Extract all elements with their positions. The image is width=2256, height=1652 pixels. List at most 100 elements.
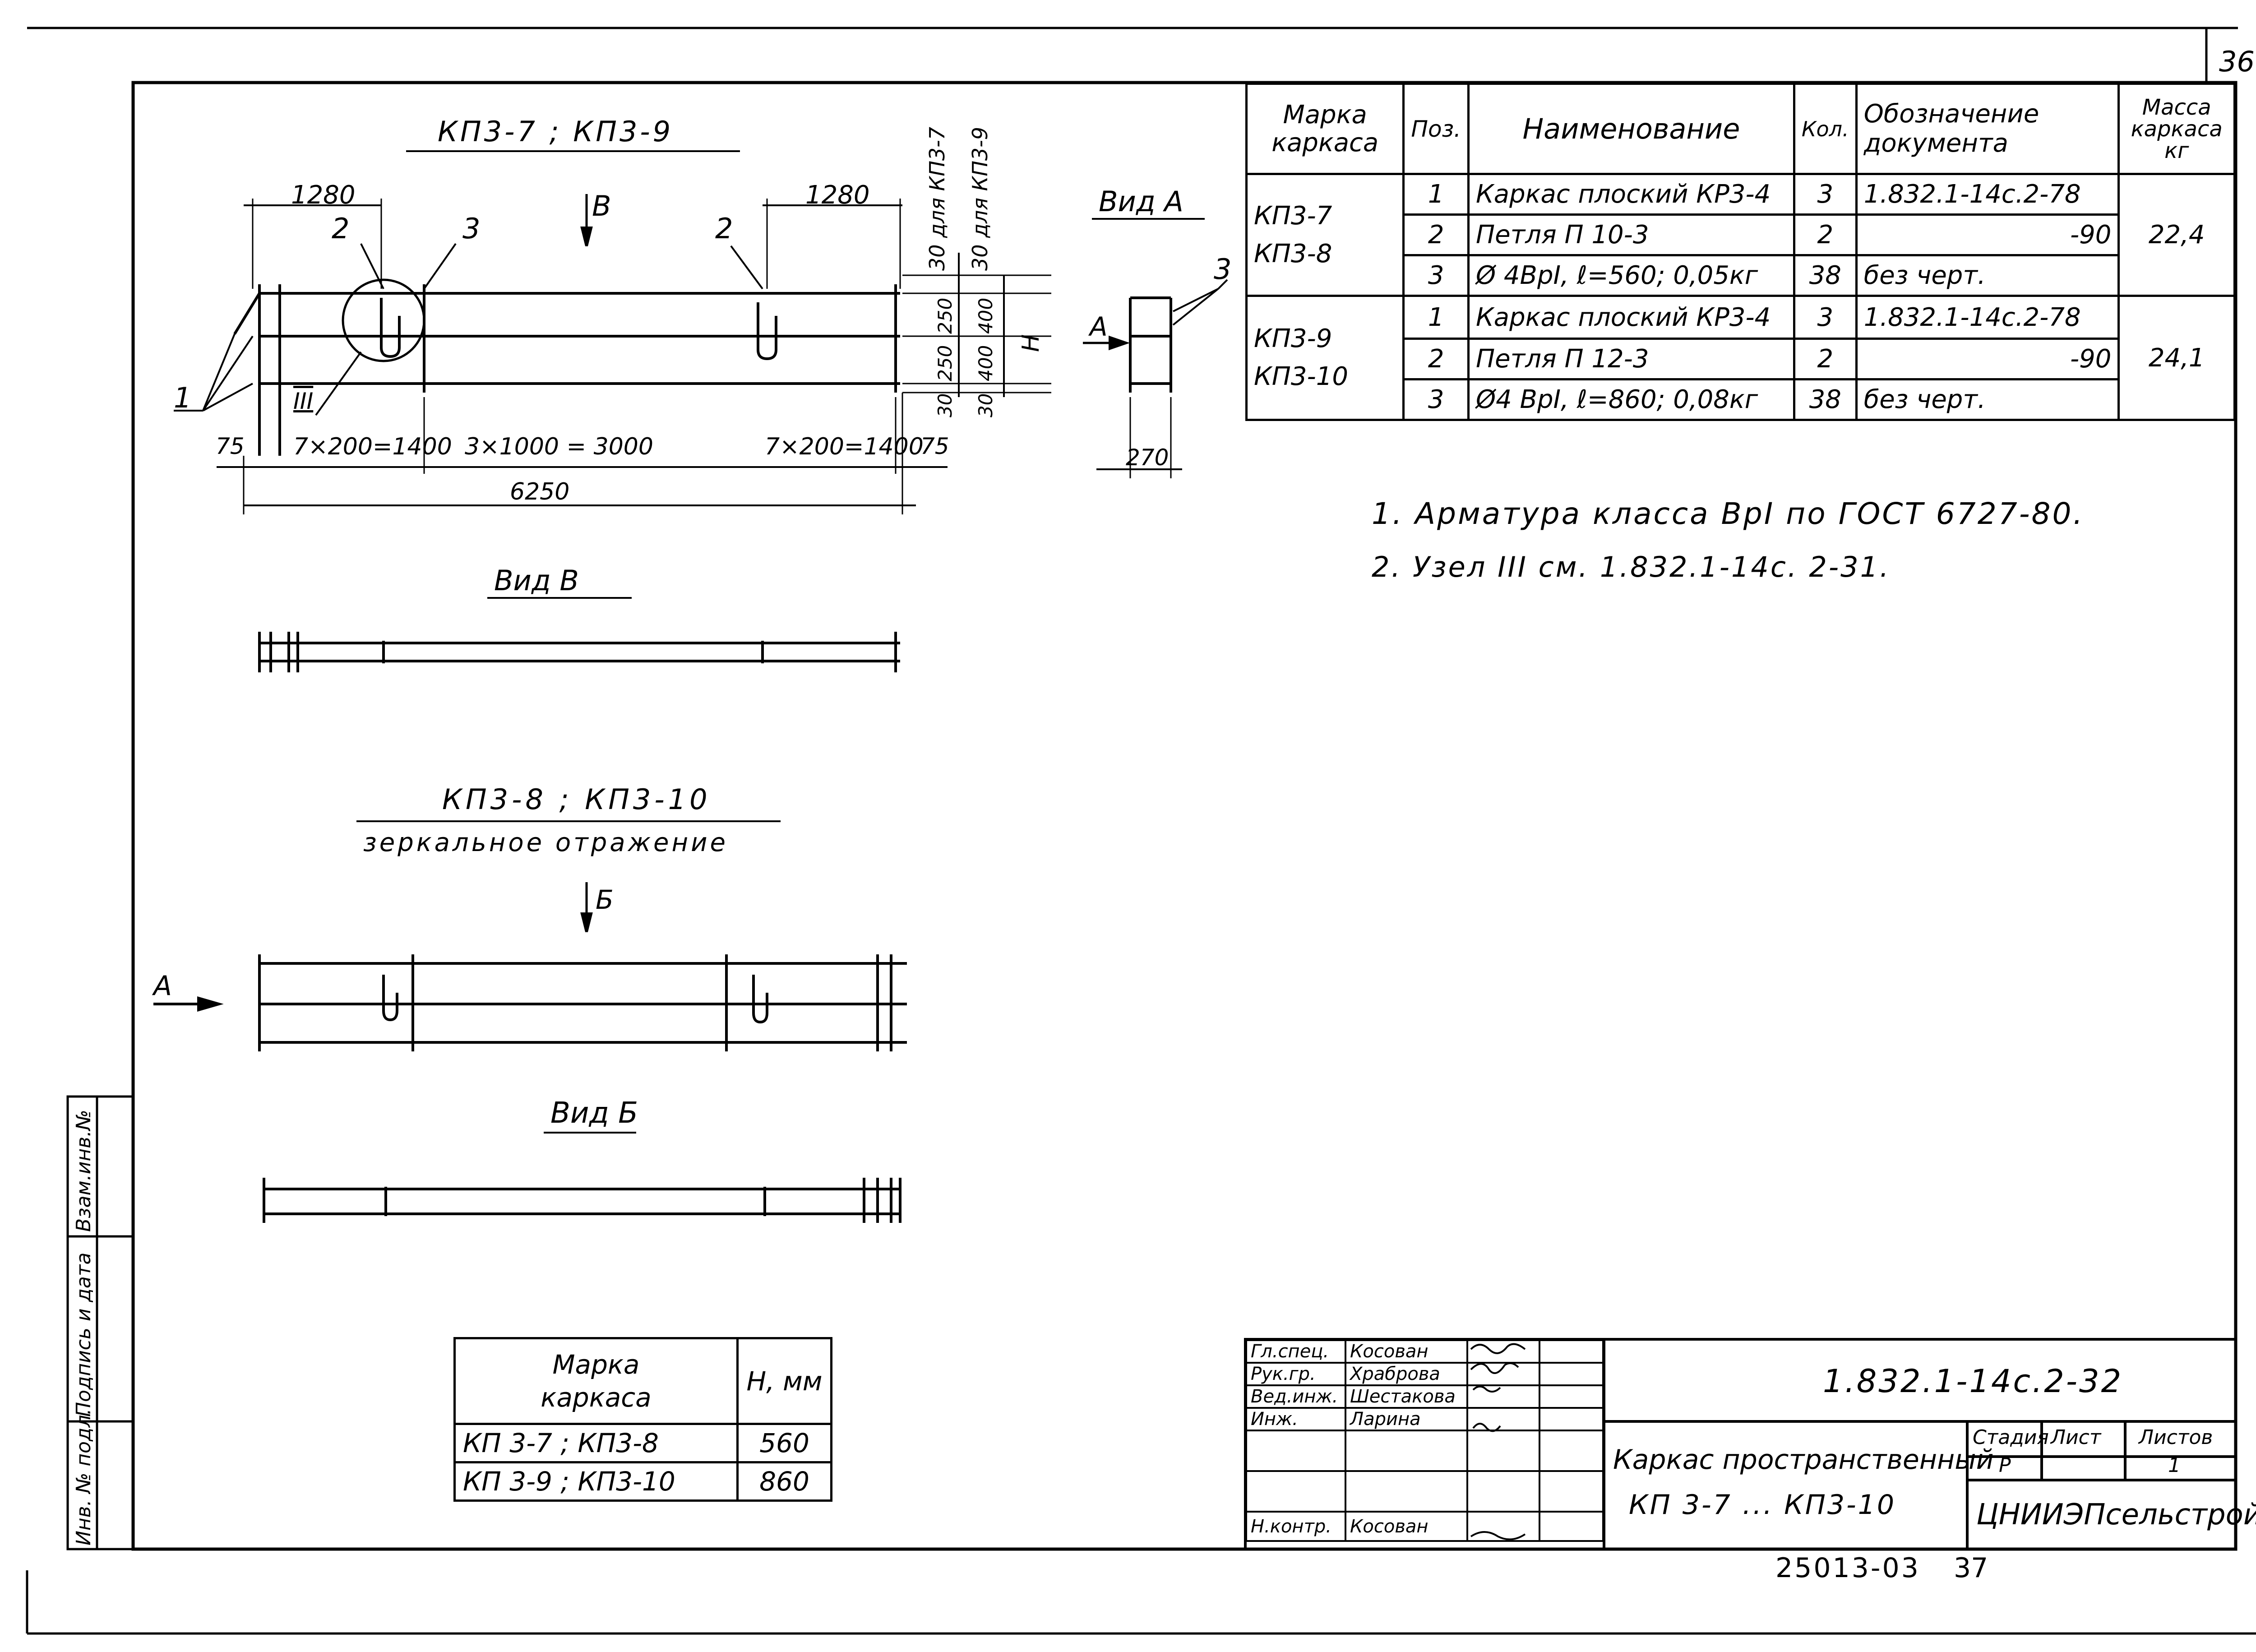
mark-header-l2: каркаса — [1271, 128, 1379, 157]
group2-marks: КП3-9 КП3-10 — [1245, 295, 1405, 421]
note-1: 1. Арматура класса ВрI по ГОСТ 6727-80. — [1372, 496, 2085, 531]
view-b-title: Вид Б — [550, 1097, 638, 1130]
dim-75-left: 75 — [216, 433, 245, 459]
mirror-elevation-title: КП3-8 ; КП3-10 — [442, 783, 711, 816]
mass-header-l3: кг — [2164, 138, 2189, 163]
date-cell — [1539, 1339, 1604, 1364]
role-cell: Вед.инж. — [1245, 1384, 1346, 1409]
dim-seg-left: 7×200=1400 — [293, 433, 452, 460]
table-cell: 3 — [1402, 378, 1470, 421]
name-cell: Ларина — [1345, 1407, 1468, 1431]
name-cell — [1345, 1470, 1468, 1513]
callout-2-right: 2 — [715, 212, 733, 245]
arrow-v-label: В — [592, 190, 611, 222]
group1-marks: КП3-7 КП3-8 — [1245, 173, 1405, 297]
doc-header-l1: Обозначение — [1863, 99, 2039, 129]
group2-mass: 24,1 — [2117, 295, 2236, 421]
table-cell: 1.832.1-14с.2-78 — [1855, 295, 2120, 340]
date-cell — [1539, 1430, 1604, 1472]
signature-cell — [1466, 1430, 1540, 1472]
table-cell: Ø 4ВрI, ℓ=560; 0,05кг — [1467, 254, 1795, 297]
role-cell — [1245, 1470, 1346, 1513]
table-cell: -90 — [1855, 338, 2120, 380]
page-number: 36 — [2219, 45, 2255, 78]
dim-400-a: 400 — [975, 297, 997, 334]
arrow-a-mirror-label: А — [153, 970, 172, 1002]
callout-3: 3 — [462, 212, 481, 245]
note-2: 2. Узел III см. 1.832.1-14с. 2-31. — [1372, 551, 1891, 583]
name-cell: Храброва — [1345, 1362, 1468, 1386]
table-cell: КП 3-7 ; КП3-8 — [453, 1423, 739, 1463]
table-cell: КП 3-9 ; КП3-10 — [453, 1461, 739, 1502]
dim-h: H — [1017, 334, 1045, 352]
specification-table: Марка каркаса Поз. Наименование Кол. Обо… — [1245, 83, 2236, 421]
doc-code: 1.832.1-14с.2-32 — [1823, 1363, 2123, 1400]
mirror-subtitle: зеркальное отражение — [363, 828, 728, 857]
name-cell: Косован — [1345, 1511, 1468, 1542]
role-cell: Гл.спец. — [1245, 1339, 1346, 1364]
table-cell: 3 — [1402, 254, 1470, 297]
table-cell: 38 — [1793, 254, 1858, 297]
dim-400-b: 400 — [975, 345, 997, 381]
view-v-title: Вид В — [494, 564, 579, 597]
node-label: III — [293, 388, 314, 414]
dim-1280-left: 1280 — [291, 180, 356, 210]
table-cell: Петля П 10-3 — [1467, 213, 1795, 256]
main-elevation-title: КП3-7 ; КП3-9 — [438, 115, 674, 148]
table-cell: 38 — [1793, 378, 1858, 421]
callout-3-view-a: 3 — [1214, 253, 1232, 286]
role-cell: Рук.гр. — [1245, 1362, 1346, 1386]
stamp-signature-date: Подпись и дата — [72, 1252, 95, 1417]
table-cell: Ø4 ВрI, ℓ=860; 0,08кг — [1467, 378, 1795, 421]
table-cell: Каркас плоский КР3-4 — [1467, 173, 1795, 216]
dim-1280-right: 1280 — [805, 180, 870, 210]
col-qty-header: Кол. — [1793, 83, 1858, 175]
callout-1: 1 — [174, 381, 192, 414]
h-table-h-header: H, мм — [736, 1337, 832, 1425]
organization: ЦНИИЭПсельстрой — [1976, 1498, 2256, 1532]
role-cell: Инж. — [1245, 1407, 1346, 1431]
table-cell: 3 — [1793, 173, 1858, 216]
name-cell: Шестакова — [1345, 1384, 1468, 1409]
signature-cell — [1466, 1407, 1540, 1431]
sheets-label: Листов — [2139, 1426, 2213, 1449]
role-cell — [1245, 1430, 1346, 1472]
table-cell: без черт. — [1855, 254, 2120, 297]
dim-30-bot-a: 30 — [934, 393, 956, 417]
h-mark-header-l1: Марка — [552, 1349, 640, 1380]
date-cell — [1539, 1384, 1604, 1409]
dim-250-a: 250 — [934, 297, 956, 334]
title-block-roles: Гл.спец. Косован Рук.гр.Храброва Вед.инж.… — [1245, 1339, 1604, 1542]
title-line-2: КП 3-7 ... КП3-10 — [1629, 1489, 1896, 1521]
doc-header-l2: документа — [1863, 128, 2008, 158]
stage-label: Стадия — [1973, 1426, 2049, 1449]
table-cell: 3 — [1793, 295, 1858, 340]
dim-250-b: 250 — [934, 345, 956, 381]
signature-cell — [1466, 1384, 1540, 1409]
col-name-header: Наименование — [1467, 83, 1795, 175]
signature-cell — [1466, 1511, 1540, 1542]
col-mass-header: Масса каркаса кг — [2117, 83, 2236, 175]
signature-cell — [1466, 1470, 1540, 1513]
name-cell — [1345, 1430, 1468, 1472]
bottom-page: 37 — [1954, 1552, 1988, 1584]
dim-30-bot-b: 30 — [975, 393, 997, 417]
date-cell — [1539, 1511, 1604, 1542]
table-cell: 2 — [1402, 338, 1470, 380]
dim-seg-right: 7×200=1400 — [765, 433, 924, 460]
group1-mark-1: КП3-7 — [1254, 201, 1332, 231]
group2-mark-2: КП3-10 — [1254, 362, 1348, 391]
table-cell: 2 — [1402, 213, 1470, 256]
table-cell: 560 — [736, 1423, 832, 1463]
stamp-inv-orig: Инв. № подл. — [72, 1408, 95, 1546]
col-pos-header: Поз. — [1402, 83, 1470, 175]
table-cell: 1 — [1402, 173, 1470, 216]
sheet-label: Лист — [2051, 1426, 2101, 1449]
dim-270: 270 — [1126, 444, 1169, 471]
signature-cell — [1466, 1362, 1540, 1386]
role-cell: Н.контр. — [1245, 1511, 1346, 1542]
col-mark-header: Марка каркаса — [1245, 83, 1405, 175]
table-cell: Каркас плоский КР3-4 — [1467, 295, 1795, 340]
group2-mark-1: КП3-9 — [1254, 324, 1332, 353]
